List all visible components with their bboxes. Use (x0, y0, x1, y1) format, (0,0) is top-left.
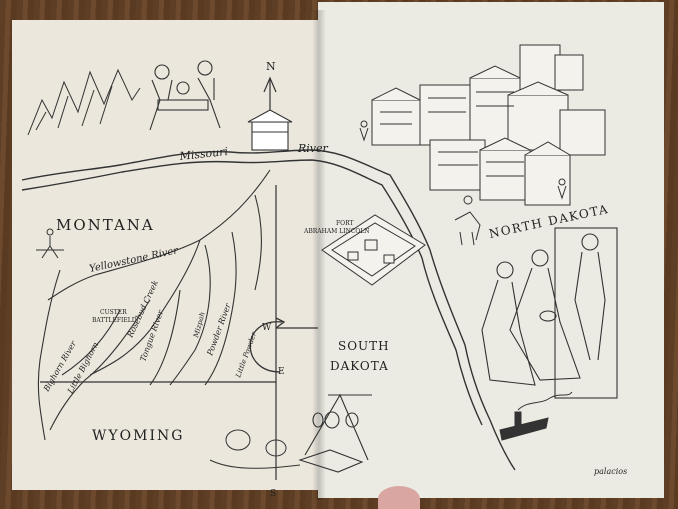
finger (378, 486, 420, 509)
yellowstone-label: Yellowstone River (88, 245, 180, 275)
left-page (12, 20, 320, 490)
compass-rose (249, 317, 286, 373)
card-players-illustration (149, 60, 221, 131)
couple-illustration (481, 227, 618, 399)
south-label: SOUTH (338, 339, 390, 353)
artist-signature: palacios (594, 467, 627, 476)
fort-name-label: ABRAHAM LINCOLN (303, 228, 370, 235)
north-dakota-label: NORTH DAKOTA (488, 202, 610, 241)
blockhouse-illustration (247, 109, 293, 151)
steamboat-illustration (499, 391, 573, 441)
missouri-river (21, 149, 516, 471)
compass-east-label: E (278, 367, 285, 377)
supplies-illustration (209, 429, 301, 469)
little-powder-label: Little Powder (234, 330, 258, 379)
horse-rider-illustration (454, 195, 481, 246)
fort-illustration (321, 214, 426, 286)
river-network (37, 169, 271, 441)
dakota-label: DAKOTA (330, 359, 389, 373)
montana-label: MONTANA (56, 216, 155, 234)
battlefield-label: BATTLEFIELD (92, 317, 137, 324)
book-gutter (312, 10, 326, 500)
missouri-label: Missouri (178, 145, 229, 163)
campfire-illustration (298, 393, 372, 473)
compass-north-label: N (266, 60, 276, 73)
frontier-town-illustration (371, 44, 606, 206)
small-figures (36, 120, 567, 259)
wyoming-label: WYOMING (92, 428, 184, 444)
river-label: River (297, 142, 329, 155)
compass-south-label: S (270, 489, 276, 499)
compass-west-label: W (262, 323, 272, 333)
state-boundaries (40, 185, 318, 480)
mountains-illustration (27, 68, 141, 136)
fort-label: FORT (336, 220, 354, 227)
custer-label: CUSTER (100, 309, 127, 316)
powder-label: Powder River (205, 301, 233, 357)
north-arrow (263, 76, 277, 112)
